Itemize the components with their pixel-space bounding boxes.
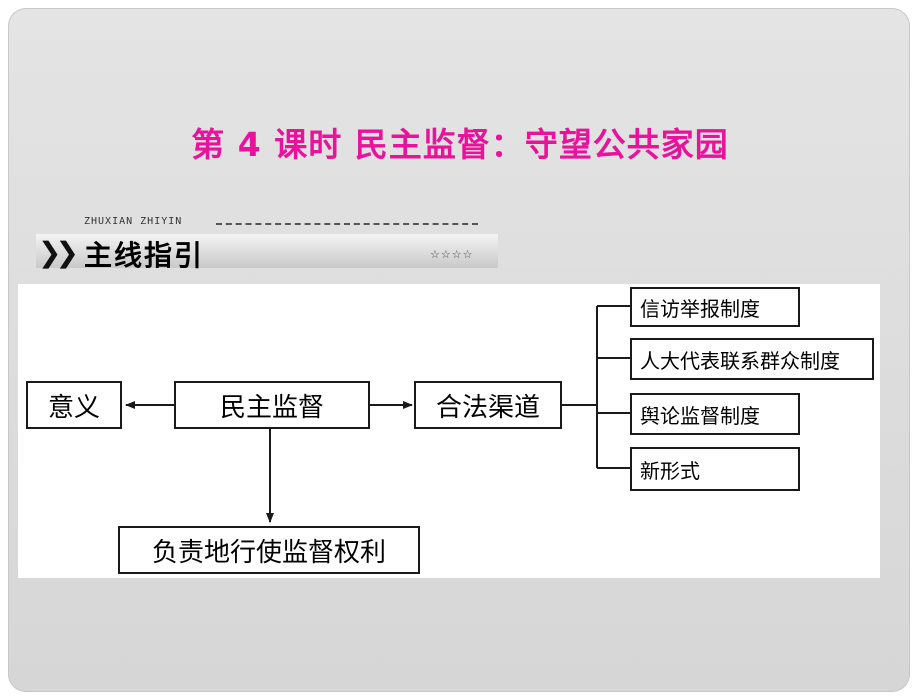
node-legal-channels: 合法渠道 (414, 381, 562, 429)
banner-band (36, 234, 498, 268)
section-banner: ❯❯ ZHUXIAN ZHIYIN 主线指引 ☆☆☆☆ (36, 216, 498, 272)
banner-stars: ☆☆☆☆ (430, 248, 474, 261)
banner-pinyin: ZHUXIAN ZHIYIN (84, 216, 183, 227)
lesson-title: 第 4 课时 民主监督：守望公共家园 (191, 125, 729, 164)
node-channel-deputies: 人大代表联系群众制度 (630, 338, 874, 380)
node-channel-new-forms: 新形式 (630, 447, 800, 491)
double-chevron-icon: ❯❯ (38, 236, 79, 269)
node-meaning: 意义 (26, 381, 122, 429)
node-democratic-supervision: 民主监督 (174, 381, 370, 429)
node-responsibility: 负责地行使监督权利 (118, 526, 420, 574)
node-channel-petition: 信访举报制度 (630, 287, 800, 327)
node-channel-media: 舆论监督制度 (630, 393, 800, 435)
banner-dashed-rule (216, 223, 478, 225)
banner-heading: 主线指引 (84, 239, 205, 272)
